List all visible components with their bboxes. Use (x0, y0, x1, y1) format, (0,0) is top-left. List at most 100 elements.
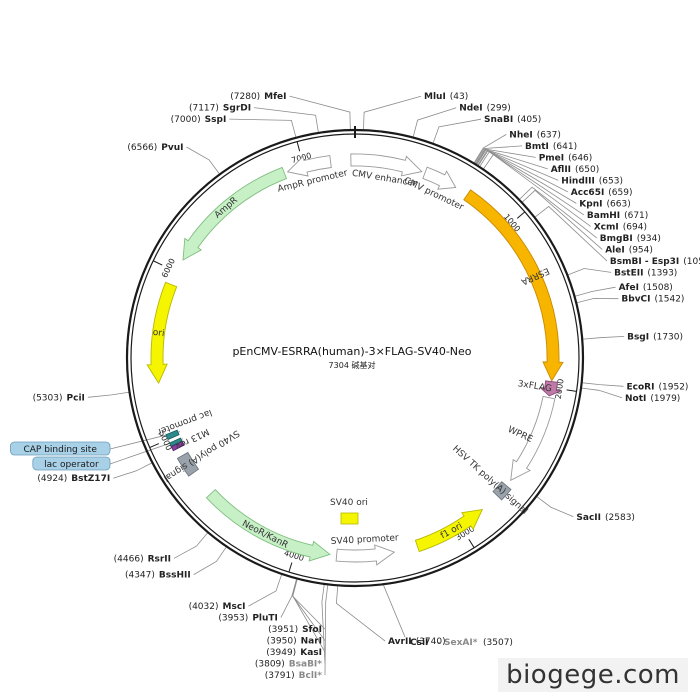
feature-esrra (463, 189, 564, 382)
site-lead-avrii (335, 586, 386, 642)
site-lead-nhei (473, 134, 507, 163)
site-name: BstZ17I (71, 474, 110, 484)
site-name: SgrDI (223, 104, 251, 114)
site-csii-sexai[interactable]: CsiI-SexAI*(3507) (410, 638, 513, 648)
tick-6000 (152, 260, 163, 266)
site-position: (3809) (255, 660, 285, 670)
site-xcmi[interactable]: XcmI(694) (594, 222, 647, 232)
site-pcii[interactable]: PciI(5303) (33, 393, 85, 403)
callout-lac-operator[interactable]: lac operator (32, 456, 111, 471)
site-lead-kpni (478, 150, 577, 204)
site-msci[interactable]: MscI(4032) (189, 602, 246, 612)
site-bbvci[interactable]: BbvCI (1542) (621, 295, 684, 305)
site-position: (4466) (114, 554, 144, 564)
site-lead-bcli (324, 585, 329, 676)
site-lead-sgrdi (254, 107, 319, 133)
feature-wpre (510, 395, 556, 482)
site-pmei[interactable]: PmeI(646) (539, 153, 593, 163)
site-lead-bsshii (193, 547, 227, 575)
site-lead-afei (575, 286, 616, 297)
feature-sv40-promoter (335, 544, 396, 566)
site-lead-mfei (289, 95, 351, 130)
site-ndei[interactable]: NdeI (299) (459, 104, 511, 114)
site-name: AfeI (619, 283, 639, 293)
site-position: (1054) (683, 257, 700, 267)
site-bmti[interactable]: BmtI(641) (525, 142, 577, 152)
site-alei[interactable]: AleI(954) (605, 245, 653, 255)
site-pvui[interactable]: PvuI(6566) (127, 143, 183, 153)
site-name: HindIII (561, 176, 595, 186)
site-bsteii[interactable]: BstEII(1393) (614, 268, 677, 278)
site-name: SexAI* (444, 638, 478, 648)
site-name: NheI (509, 130, 532, 140)
site-separator: - (437, 638, 440, 648)
site-name: KpnI (579, 199, 602, 209)
site-aflii[interactable]: AflII(650) (551, 165, 600, 175)
site-lead-aflii (476, 149, 548, 170)
site-position: (1979) (650, 394, 680, 404)
site-lead-bmti (474, 145, 523, 164)
site-name: Acc65I (571, 188, 605, 198)
site-position: (3953) (218, 614, 248, 624)
site-position: (299) (487, 104, 511, 114)
tick-5000 (149, 443, 160, 448)
site-kasi[interactable]: KasI(3949) (266, 648, 322, 658)
site-bsgi[interactable]: BsgI(1730) (627, 332, 683, 342)
site-lead-sacii (536, 496, 574, 518)
site-mfei[interactable]: MfeI(7280) (230, 92, 286, 102)
site-noti[interactable]: NotI(1979) (625, 394, 680, 404)
callout-label: lac operator (44, 460, 99, 470)
site-nari[interactable]: NarI(3950) (267, 637, 322, 647)
site-sgrdi[interactable]: SgrDI(7117) (189, 104, 251, 114)
site-sspi[interactable]: SspI(7000) (171, 115, 227, 125)
site-sacii[interactable]: SacII(2583) (576, 513, 635, 523)
site-bcli[interactable]: BclI* (3791) (265, 671, 323, 681)
site-snabi[interactable]: SnaBI(405) (484, 115, 541, 125)
site-position: (1542) (655, 295, 685, 305)
site-name: BstEII (614, 268, 643, 278)
site-nhei[interactable]: NheI(637) (509, 130, 561, 140)
site-bmgbi[interactable]: BmgBI(934) (600, 234, 661, 244)
tick-label-6000: 6000 (160, 257, 177, 279)
site-name: EcoRI (627, 382, 655, 392)
site-bsshii[interactable]: BssHII(4347) (125, 571, 191, 581)
feature-label-sv40-promoter: SV40 promoter (331, 533, 400, 547)
site-hindiii[interactable]: HindIII(653) (561, 176, 623, 186)
site-bamhi[interactable]: BamHI(671) (587, 211, 648, 221)
tick-3000 (468, 538, 475, 548)
site-name: BbvCI (621, 295, 650, 305)
site-bsmbi-esp3i[interactable]: BsmBI - Esp3I(1054) (610, 257, 700, 267)
sv40-ori-label: SV40 ori (330, 498, 368, 508)
site-lead-snabi (432, 118, 482, 143)
site-mlui[interactable]: MluI(43) (424, 92, 468, 102)
site-position: (3740) (416, 637, 446, 647)
site-afei[interactable]: AfeI(1508) (619, 283, 673, 293)
site-ecori[interactable]: EcoRI(1952) (627, 382, 689, 392)
site-lead-csii (383, 585, 406, 638)
site-avrii[interactable]: AvrII(3740) (388, 637, 446, 647)
site-lead-ecori (582, 382, 624, 387)
site-lead-bsabi (321, 584, 326, 664)
site-pluti[interactable]: PluTI (3953) (218, 614, 278, 624)
site-position: (6566) (127, 143, 157, 153)
site-lead-pcii (87, 391, 129, 398)
site-name: BclI* (299, 671, 323, 681)
site-lead-noti (581, 387, 623, 399)
site-position: (4347) (125, 571, 155, 581)
site-name: PluTI (252, 614, 278, 624)
feature-cmv-enhancer (350, 153, 423, 177)
site-rsrii[interactable]: RsrII(4466) (114, 554, 171, 564)
site-bsabi[interactable]: BsaBI*(3809) (255, 660, 322, 670)
site-position: (3791) (265, 671, 295, 681)
site-bstz17i[interactable]: BstZ17I(4924) (37, 474, 110, 484)
callout-box (32, 456, 111, 471)
site-name: NdeI (459, 104, 482, 114)
site-kpni[interactable]: KpnI(663) (579, 199, 630, 209)
site-name: SfoI (302, 625, 322, 635)
site-acc65i[interactable]: Acc65I(659) (571, 188, 633, 198)
site-name: BmtI (525, 142, 549, 152)
site-sfoi[interactable]: SfoI(3951) (268, 625, 322, 635)
site-name: SnaBI (484, 115, 513, 125)
callout-cap-binding-site[interactable]: CAP binding site (9, 441, 111, 456)
